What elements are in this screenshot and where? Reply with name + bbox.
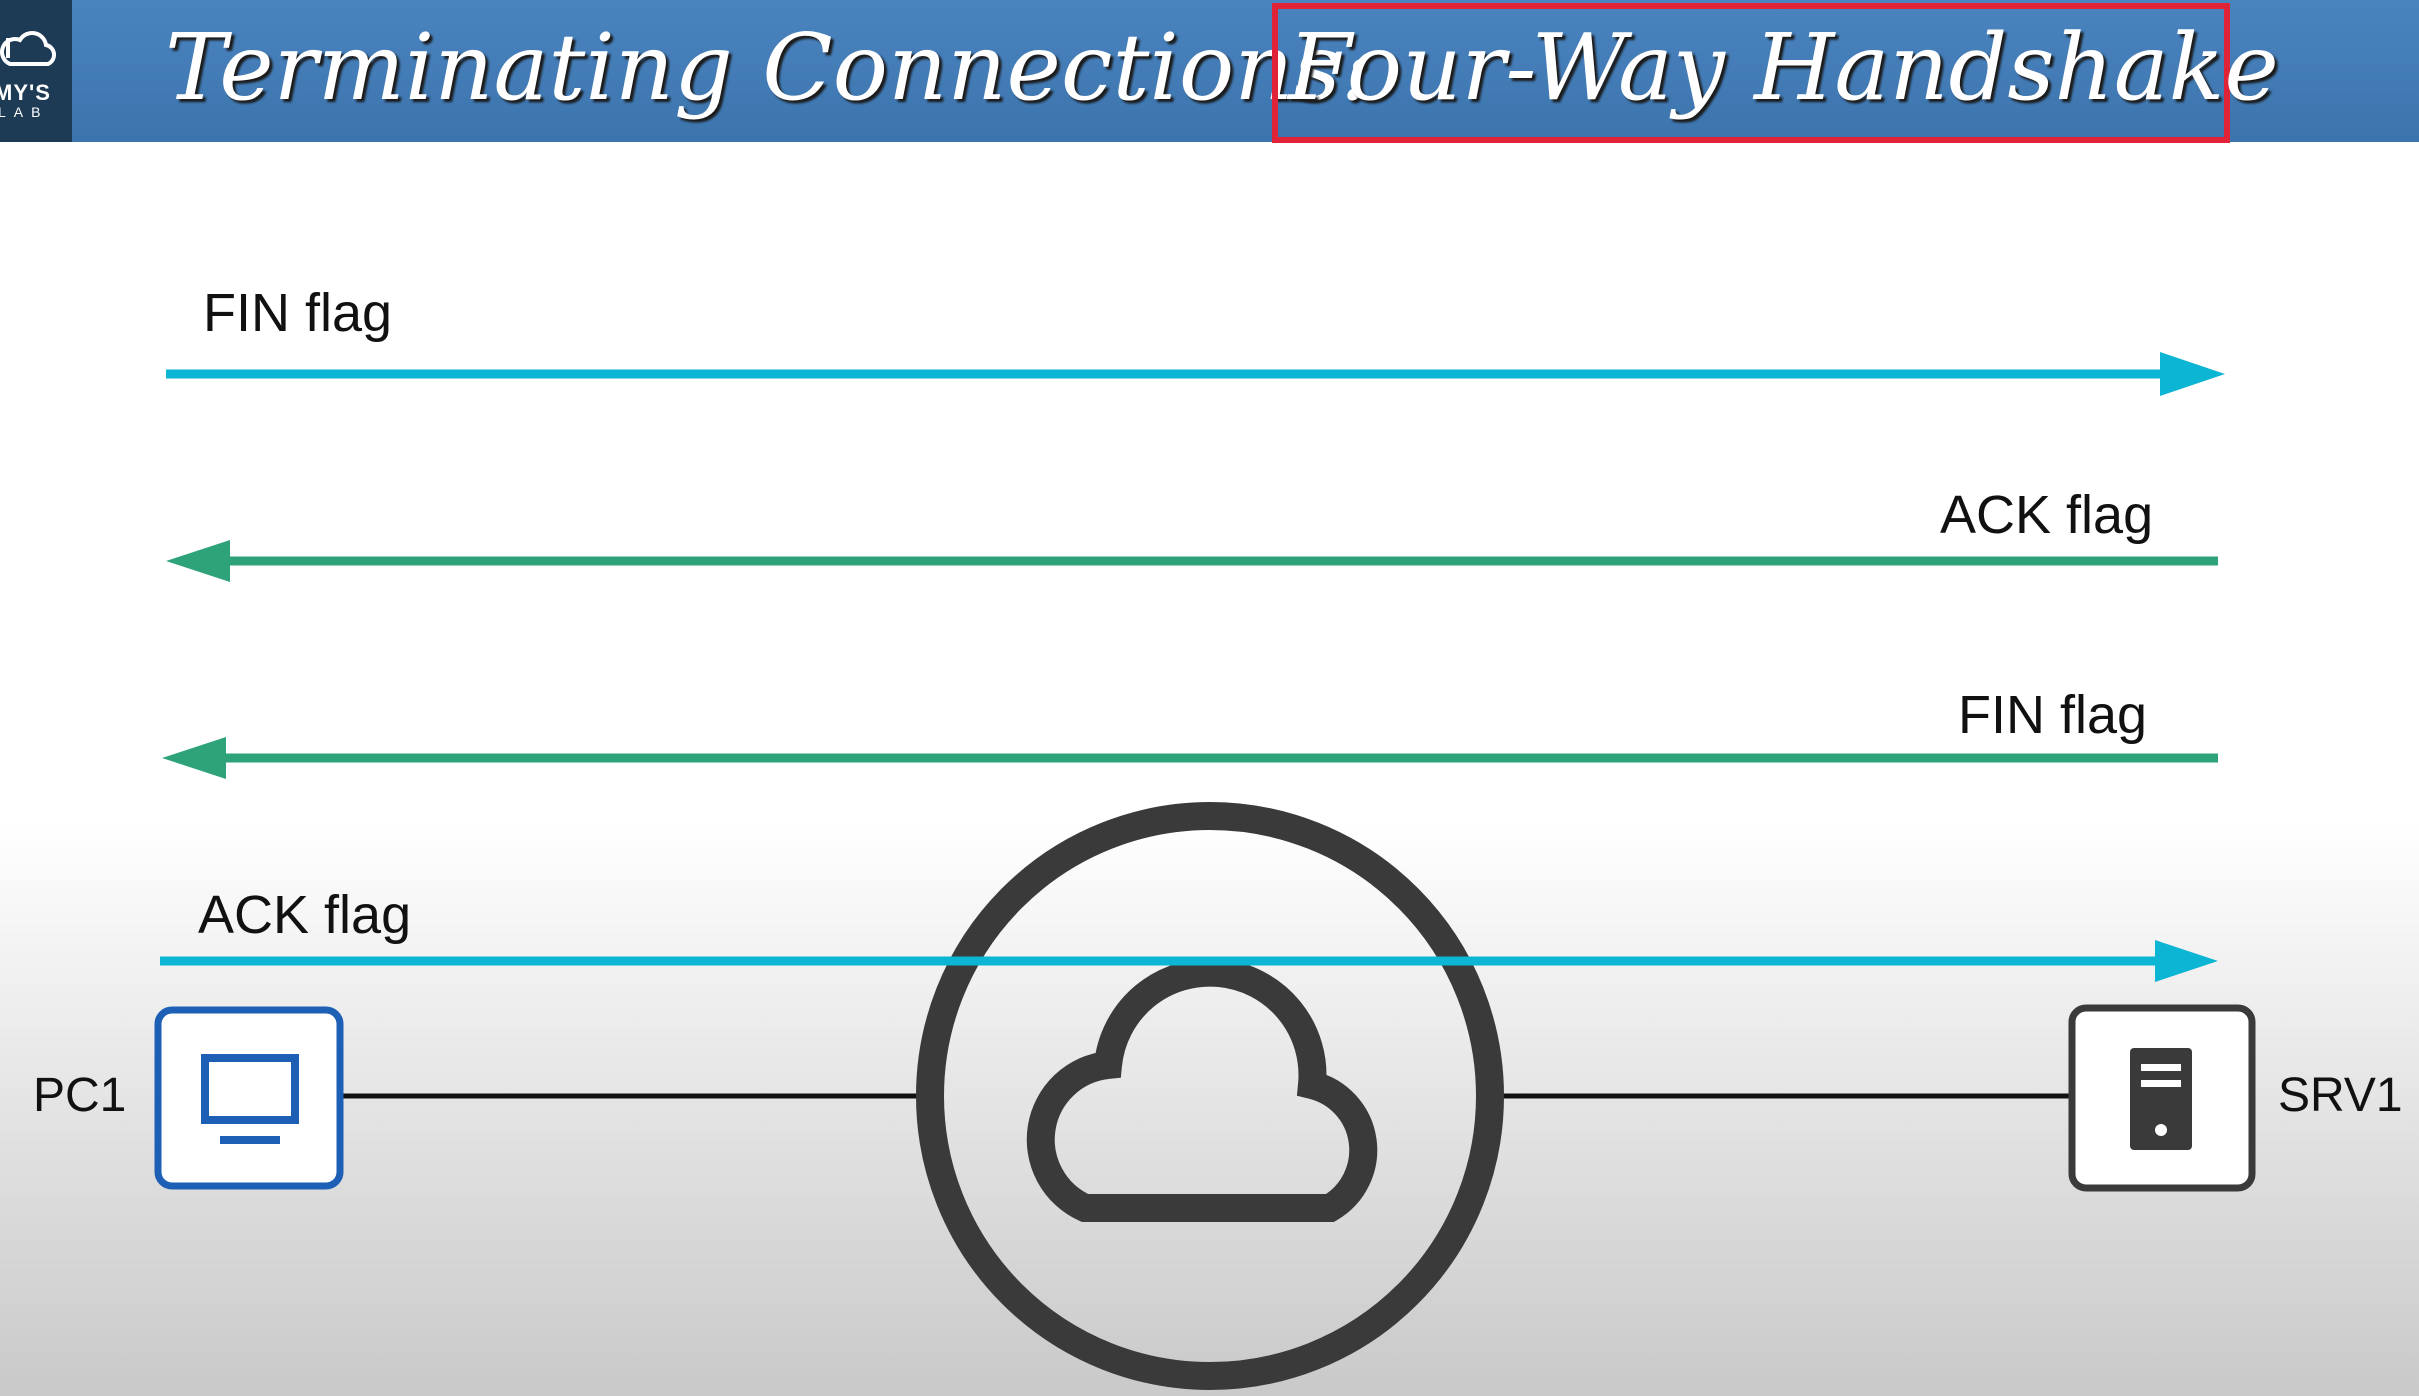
ack-arrow-server-to-pc [166, 540, 2218, 582]
pc-box [154, 1006, 344, 1190]
page-title-prefix: Terminating Connections: [165, 14, 1372, 121]
logo: MY'S LAB [0, 0, 72, 142]
ack-arrow-pc-to-server [160, 940, 2218, 982]
title-bar: MY'S LAB Terminating Connections: Four-W… [0, 0, 2419, 143]
fin-arrow-pc-to-server [166, 352, 2225, 396]
pc-label: PC1 [33, 1069, 127, 1122]
internet-circle [916, 802, 1504, 1390]
fin-arrow-server-to-pc [162, 737, 2218, 779]
arrow-label-fin-1: FIN flag [203, 283, 393, 343]
pc-icon [201, 1054, 299, 1144]
server-label: SRV1 [2278, 1069, 2403, 1122]
server-node[interactable] [2068, 1004, 2256, 1192]
internet-cloud-node [916, 802, 1504, 1390]
title-highlight-box [1272, 3, 2230, 143]
server-icon [2130, 1048, 2192, 1150]
logo-text-line2: LAB [0, 104, 49, 120]
page-title-highlighted: Four-Way Handshake [1288, 14, 2279, 121]
pc-node[interactable] [154, 1006, 344, 1190]
logo-cloud-icon [0, 30, 57, 66]
logo-text-line1: MY'S [0, 80, 51, 105]
arrow-label-fin-2: FIN flag [1958, 685, 2148, 745]
arrow-label-ack-1: ACK flag [1940, 485, 2154, 545]
arrow-label-ack-2: ACK flag [198, 885, 412, 945]
cloud-icon [1026, 958, 1378, 1222]
